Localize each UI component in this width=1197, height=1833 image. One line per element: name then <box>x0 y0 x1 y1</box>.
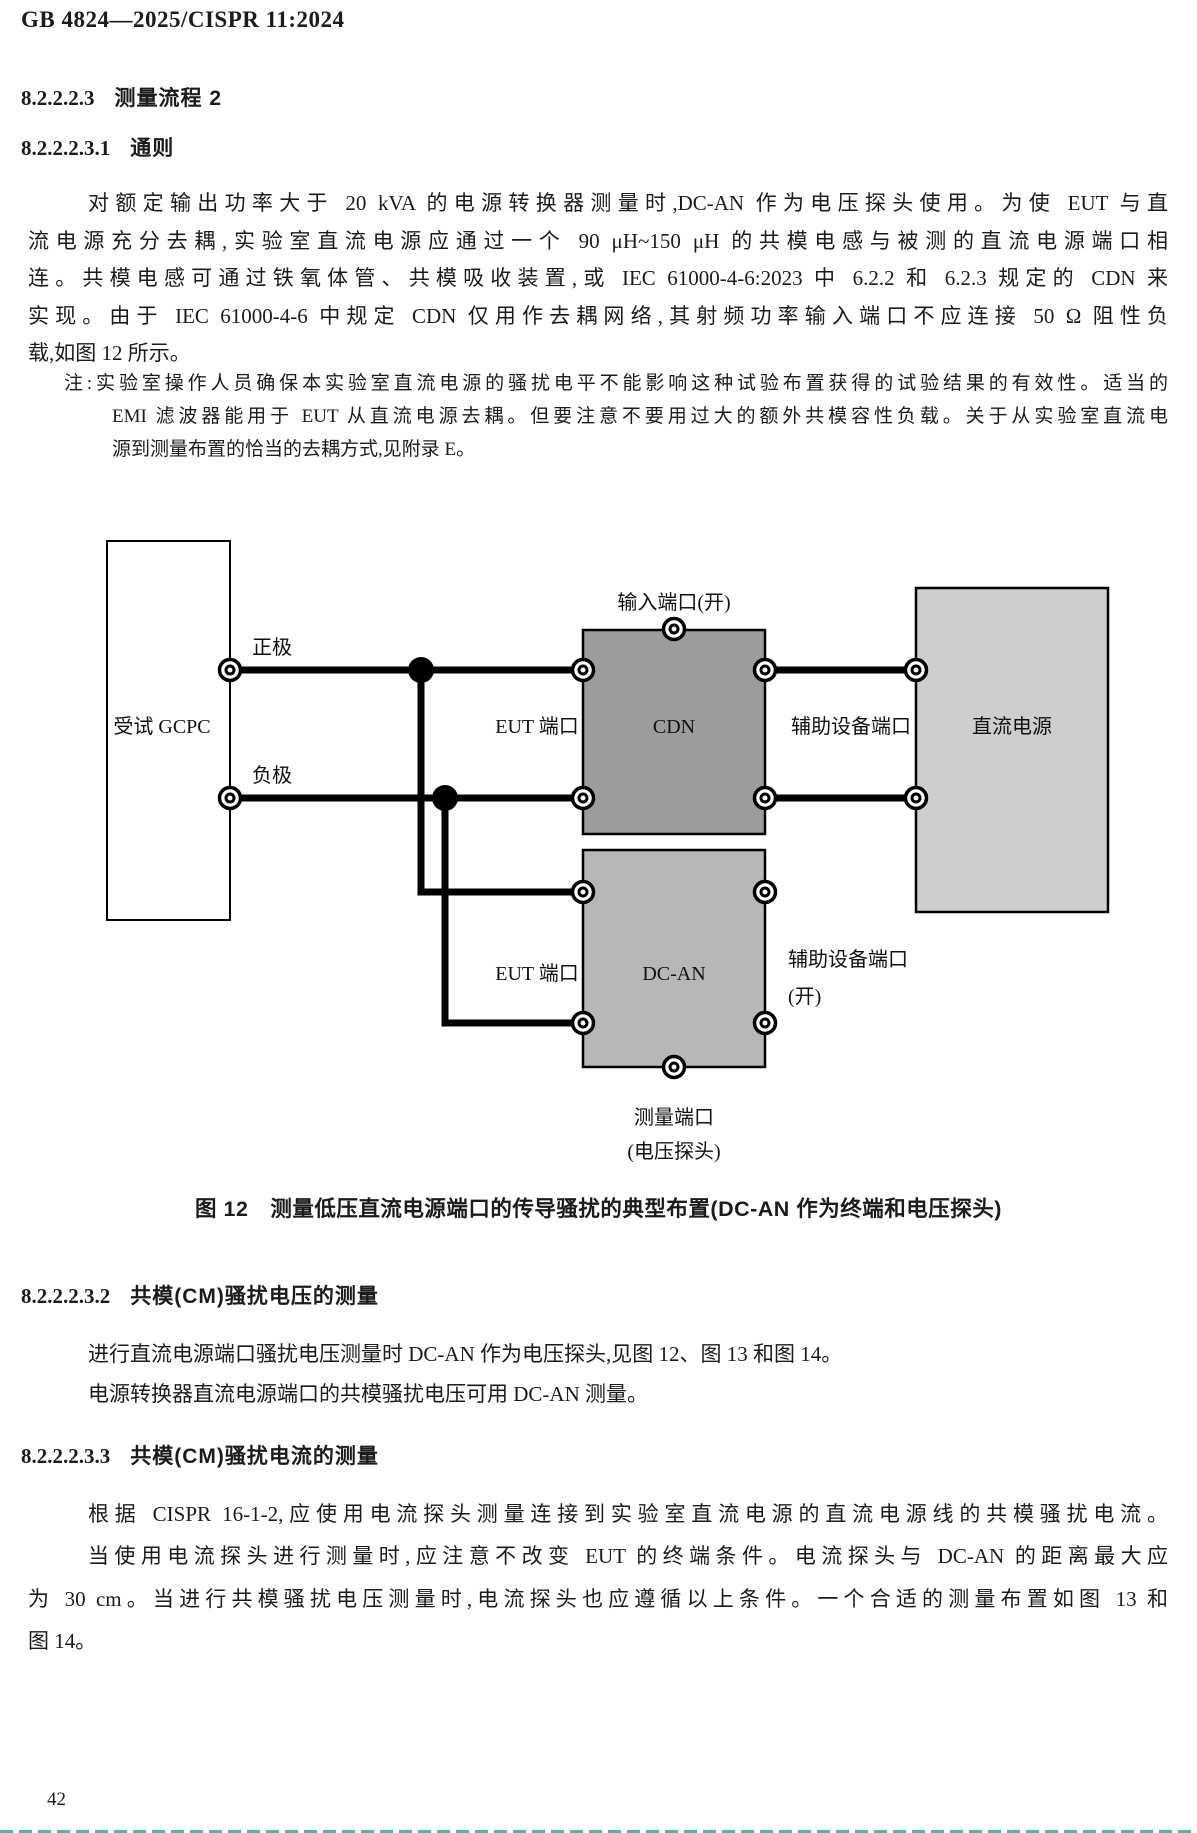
section-number: 8.2.2.2.3.1 <box>21 136 111 160</box>
section-number: 8.2.2.2.3.2 <box>21 1284 111 1308</box>
note-line: 注:实验室操作人员确保本实验室直流电源的骚扰电平不能影响这种试验布置获得的试验结… <box>64 373 1168 394</box>
dc-source-box <box>914 586 1110 914</box>
terminal-cdn-input-port <box>661 616 687 642</box>
terminal-dcan-eut-top <box>570 879 596 905</box>
paragraph-line: 流电源充分去耦,实验室直流电源应通过一个 90 μH~150 μH 的共模电感与… <box>28 229 1168 253</box>
note-line: EMI 滤波器能用于 EUT 从直流电源去耦。但要注意不要用过大的额外共模容性负… <box>112 406 1168 427</box>
dc-an-box <box>581 848 767 1069</box>
junction-dot <box>408 657 434 683</box>
figure-caption: 图 12 测量低压直流电源端口的传导骚扰的典型布置(DC-AN 作为终端和电压探… <box>195 1197 1002 1221</box>
terminal-cdn-aux-top <box>752 657 778 683</box>
page-bottom-scan-strip <box>0 1830 1197 1833</box>
label-cdn: CDN <box>653 716 695 738</box>
cdn-box <box>581 628 767 836</box>
terminal-dcan-aux-top <box>752 879 778 905</box>
terminal-dcan-aux-bottom <box>752 1010 778 1036</box>
section-title: 测量流程 2 <box>114 87 223 110</box>
junction-dot <box>432 785 458 811</box>
section-heading-3: 8.2.2.2.3.2 共模(CM)骚扰电压的测量 <box>21 1283 379 1310</box>
paragraph-line: 实现。由于 IEC 61000-4-6 中规定 CDN 仅用作去耦网络,其射频功… <box>28 304 1168 328</box>
label-eut-port-dcan: EUT 端口 <box>495 962 579 985</box>
paragraph-line: 连。共模电感可通过铁氧体管、共模吸收装置,或 IEC 61000-4-6:202… <box>28 266 1168 290</box>
paragraph-line: 电源转换器直流电源端口的共模骚扰电压可用 DC-AN 测量。 <box>88 1382 648 1406</box>
label-dc-source: 直流电源 <box>972 715 1052 738</box>
gcpc-box <box>106 540 231 921</box>
section-heading-4: 8.2.2.2.3.3 共模(CM)骚扰电流的测量 <box>21 1443 379 1470</box>
section-title: 共模(CM)骚扰电压的测量 <box>130 1285 379 1308</box>
section-title: 通则 <box>130 137 175 160</box>
section-number: 8.2.2.2.3 <box>21 86 95 110</box>
standard-number-header: GB 4824—2025/CISPR 11:2024 <box>21 7 345 32</box>
label-dc-an: DC-AN <box>642 963 705 985</box>
label-aux-port-cdn: 辅助设备端口 <box>791 715 911 738</box>
figure-12-diagram: 受试 GCPC 正极 负极 输入端口(开) EUT 端口 CDN 辅助设备端口 … <box>106 540 1110 1163</box>
terminal-cdn-aux-bottom <box>752 785 778 811</box>
paragraph-line: 对额定输出功率大于 20 kVA 的电源转换器测量时,DC-AN 作为电压探头使… <box>88 191 1168 215</box>
paragraph-line: 为 30 cm。当进行共模骚扰电压测量时,电流探头也应遵循以上条件。一个合适的测… <box>28 1587 1168 1611</box>
paragraph-line: 载,如图 12 所示。 <box>28 341 191 365</box>
label-measure-port: 测量端口 <box>634 1106 714 1129</box>
section-heading-1: 8.2.2.2.3 测量流程 2 <box>21 85 222 112</box>
section-title: 共模(CM)骚扰电流的测量 <box>130 1445 379 1468</box>
terminal-gcpc-positive <box>217 657 243 683</box>
label-positive-pole: 正极 <box>252 636 292 659</box>
terminal-dc-source-bottom <box>903 785 929 811</box>
label-input-port-open: 输入端口(开) <box>617 591 730 614</box>
page-number: 42 <box>47 1789 66 1810</box>
label-eut-port-cdn: EUT 端口 <box>495 715 579 738</box>
label-aux-port-dcan: 辅助设备端口 <box>788 948 908 971</box>
paragraph-line: 根据 CISPR 16-1-2,应使用电流探头测量连接到实验室直流电源的直流电源… <box>88 1502 1168 1526</box>
terminal-dc-source-top <box>903 657 929 683</box>
label-measure-port-probe: (电压探头) <box>627 1140 720 1163</box>
wire-branch-negative-to-dcan <box>441 798 583 1027</box>
section-heading-2: 8.2.2.2.3.1 通则 <box>21 135 174 162</box>
note-line: 源到测量布置的恰当的去耦方式,见附录 E。 <box>112 439 476 460</box>
terminal-gcpc-negative <box>217 785 243 811</box>
label-gcpc: 受试 GCPC <box>113 715 210 738</box>
terminal-dcan-measure-port <box>661 1054 687 1080</box>
terminal-dcan-eut-bottom <box>570 1010 596 1036</box>
paragraph-line: 当使用电流探头进行测量时,应注意不改变 EUT 的终端条件。电流探头与 DC-A… <box>88 1544 1168 1568</box>
paragraph-line: 图 14。 <box>28 1629 97 1653</box>
wire-branch-positive-to-dcan <box>417 670 583 896</box>
terminal-cdn-eut-top <box>570 657 596 683</box>
terminal-cdn-eut-bottom <box>570 785 596 811</box>
section-number: 8.2.2.2.3.3 <box>21 1444 111 1468</box>
paragraph-line: 进行直流电源端口骚扰电压测量时 DC-AN 作为电压探头,见图 12、图 13 … <box>88 1342 843 1366</box>
label-aux-port-dcan-open: (开) <box>788 986 821 1008</box>
label-negative-pole: 负极 <box>252 764 292 787</box>
